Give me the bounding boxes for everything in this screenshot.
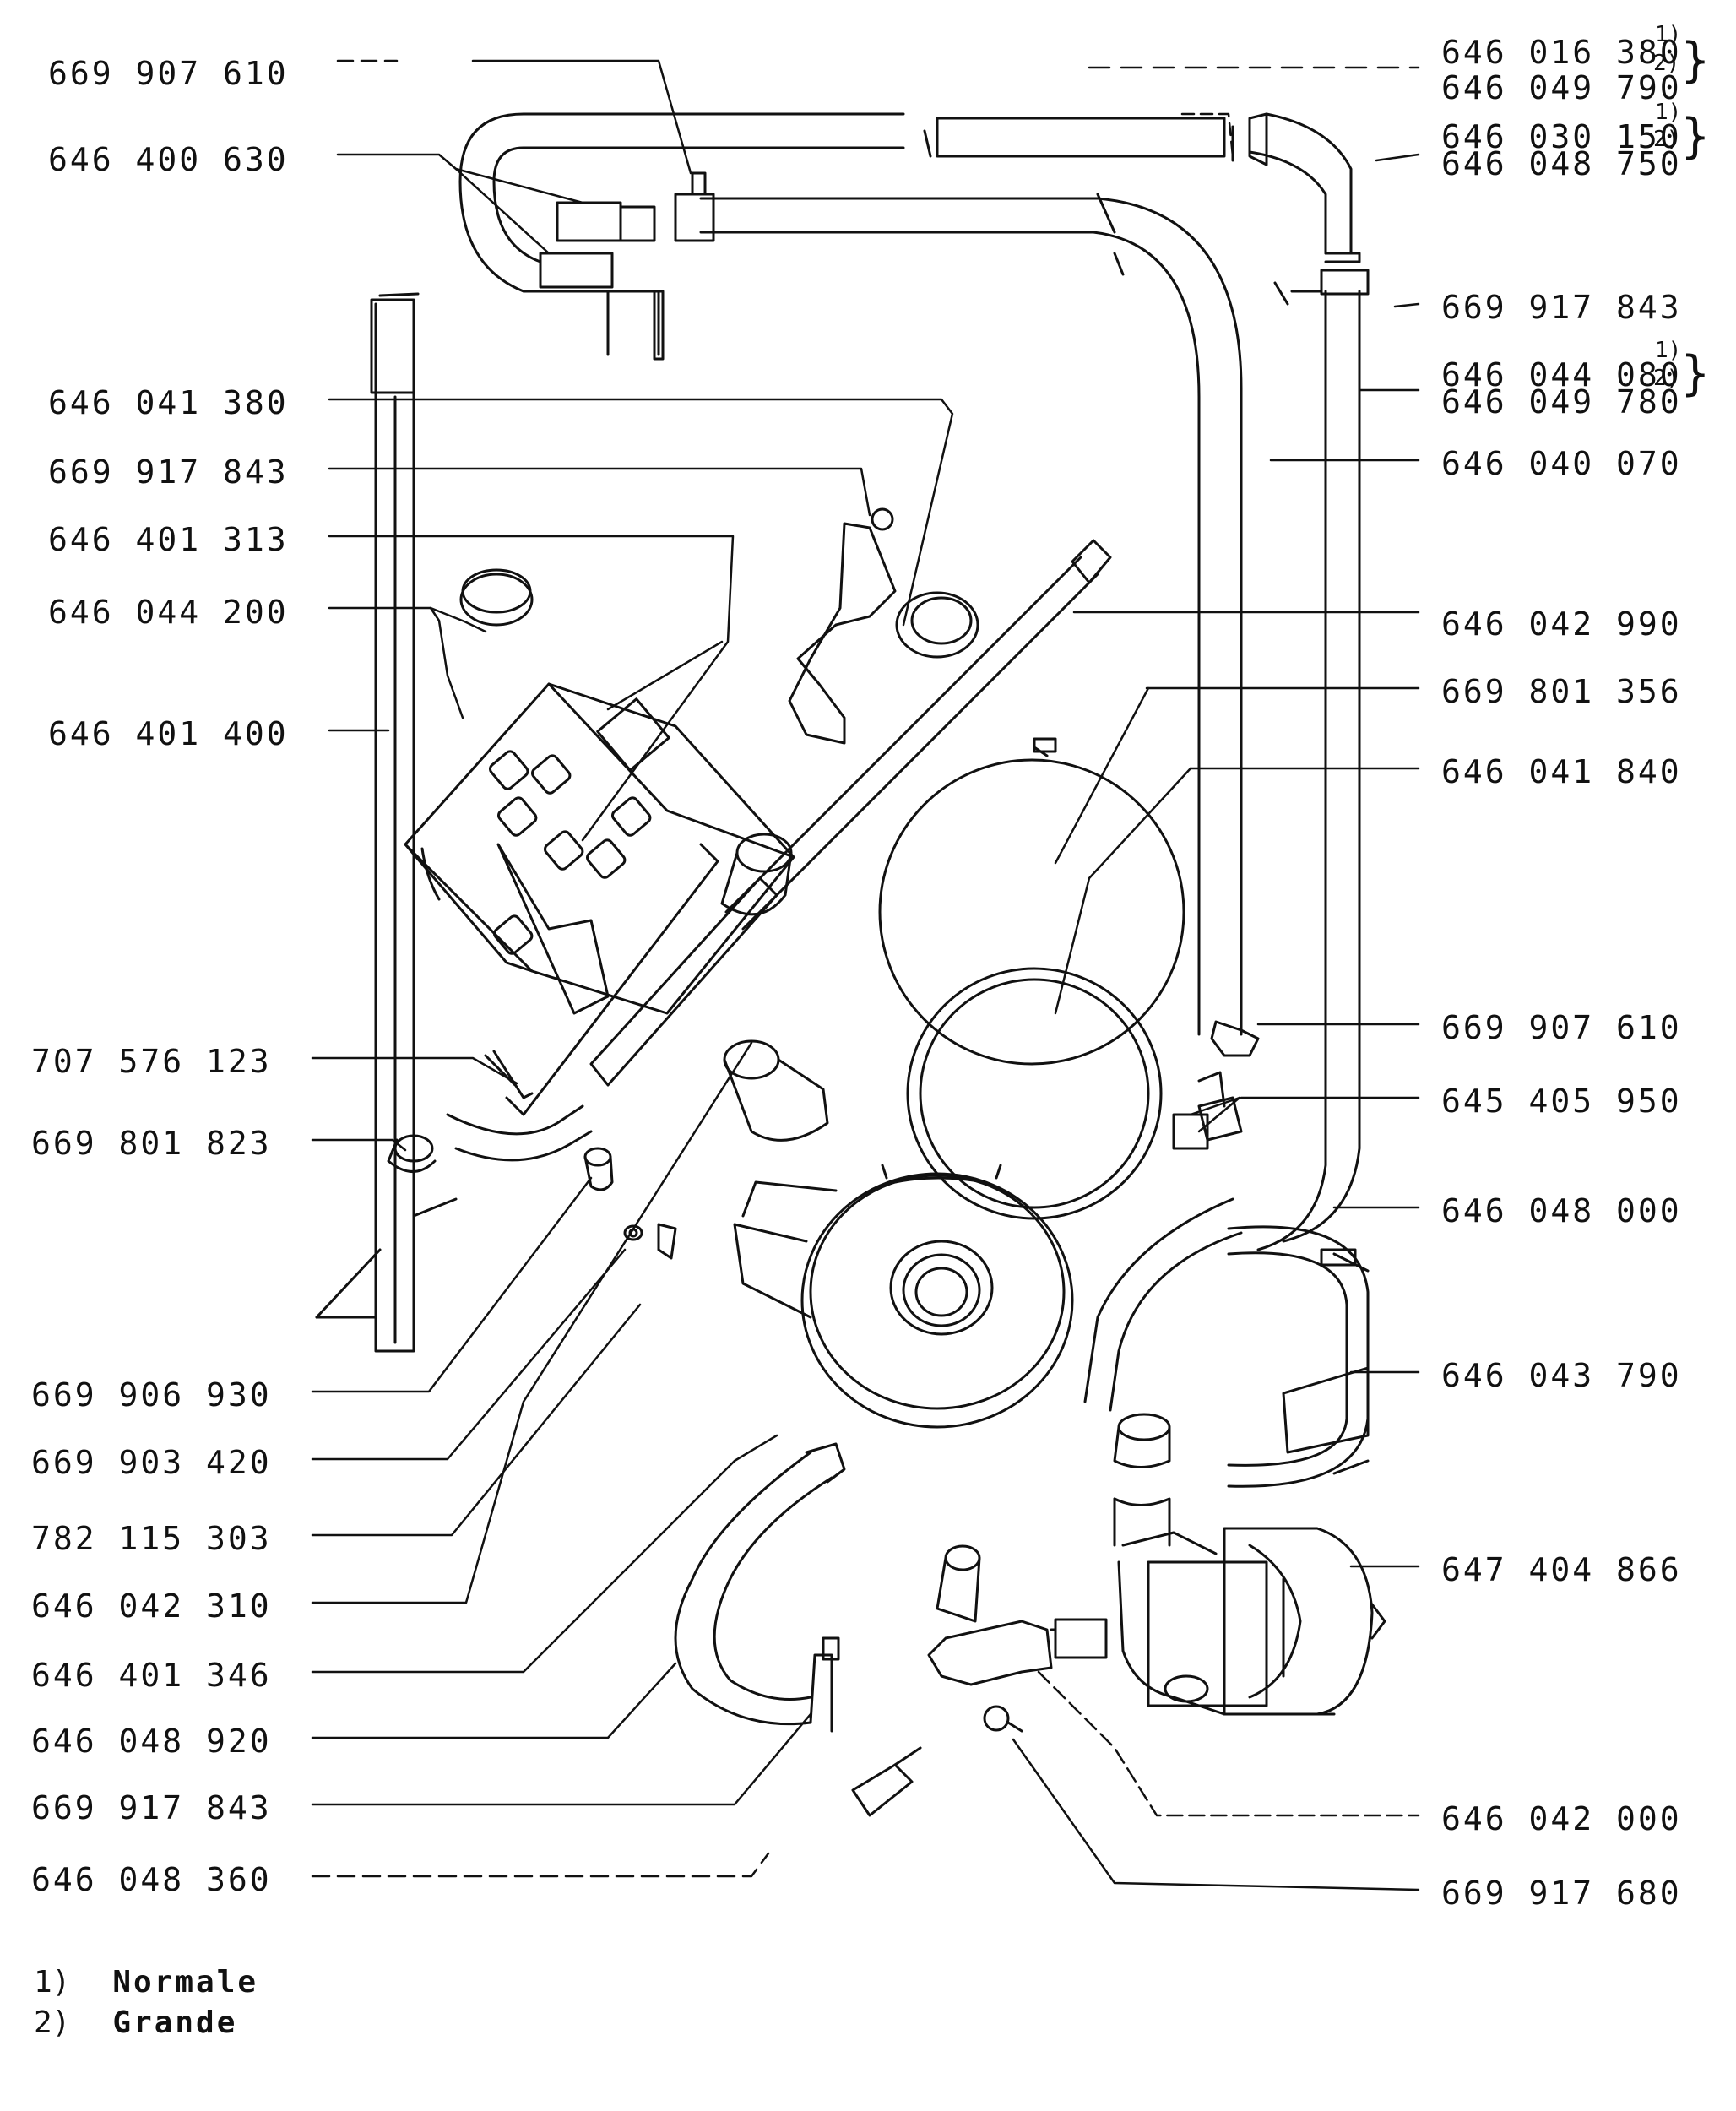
- leader-lines-right: [1012, 66, 1420, 1891]
- part-label-left: 669 801 823: [31, 1125, 272, 1162]
- top-hoses: [458, 112, 1370, 1251]
- part-label-right: 646 042 990: [1441, 605, 1682, 643]
- variant-mark: 2): [1653, 127, 1680, 152]
- part-label-right: 669 801 356: [1441, 673, 1682, 710]
- gaskets: [878, 737, 1185, 1220]
- part-label-left: 646 401 346: [31, 1657, 272, 1694]
- clamp-band: [1227, 1225, 1370, 1488]
- legend-grande: 2) Grande: [34, 2008, 237, 2038]
- legend-mark: 1): [34, 1965, 71, 2000]
- pump-motor: [1117, 1527, 1386, 1716]
- part-label-left: 646 401 313: [48, 521, 289, 558]
- part-label-right: 669 907 610: [1441, 1009, 1682, 1046]
- part-label-right: 646 042 000: [1441, 1800, 1682, 1837]
- part-label-right: 646 044 080: [1441, 356, 1682, 393]
- legend-text: Grande: [112, 2005, 238, 2040]
- legend-text: Normale: [112, 1965, 259, 2000]
- variant-mark: 2): [1653, 366, 1680, 391]
- bottom-hose: [674, 1442, 922, 1817]
- part-label-left: 646 048 920: [31, 1723, 272, 1760]
- vertical-rail: [315, 292, 420, 1353]
- part-label-right: 647 404 866: [1441, 1551, 1682, 1588]
- part-label-right: 646 048 750: [1441, 145, 1682, 182]
- part-label-left: 646 048 360: [31, 1861, 272, 1898]
- diagonal-tube: [412, 539, 1112, 1218]
- variant-mark: 1): [1655, 22, 1682, 47]
- part-label-right: 645 405 950: [1441, 1083, 1682, 1120]
- part-label-left: 669 903 420: [31, 1444, 272, 1481]
- variant-mark: 1): [1655, 100, 1682, 125]
- part-label-left: 646 041 380: [48, 384, 289, 421]
- part-label-right: 669 917 843: [1441, 289, 1682, 326]
- small-parts: [387, 1050, 677, 1260]
- variant-mark: 1): [1655, 338, 1682, 363]
- part-label-left: 707 576 123: [31, 1043, 272, 1080]
- part-label-left: 646 042 310: [31, 1587, 272, 1625]
- top-fittings: [539, 171, 715, 289]
- part-label-left: 669 917 843: [48, 453, 289, 491]
- part-label-right: 646 049 790: [1441, 69, 1682, 106]
- right-fittings: [1172, 1020, 1260, 1150]
- part-label-right: 646 016 380: [1441, 34, 1682, 71]
- variant-brace: }: [1680, 33, 1711, 88]
- part-label-right: 646 049 780: [1441, 383, 1682, 421]
- part-label-right: 646 043 790: [1441, 1357, 1682, 1394]
- part-label-left: 646 401 400: [48, 715, 289, 752]
- drain-tee: [927, 1544, 1108, 1733]
- sump-assembly: [733, 1164, 1074, 1429]
- variant-brace: }: [1680, 109, 1711, 164]
- water-valve: [788, 507, 979, 745]
- legend-mark: 2): [34, 2005, 71, 2040]
- part-label-left: 646 044 200: [48, 594, 289, 631]
- part-label-left: 669 917 843: [31, 1789, 272, 1826]
- part-label-left: 669 906 930: [31, 1376, 272, 1414]
- part-label-left: 669 907 610: [48, 55, 289, 92]
- legend-normale: 1) Normale: [34, 1967, 258, 1998]
- drain-hose: [1083, 1197, 1243, 1547]
- part-label-left: 646 400 630: [48, 141, 289, 178]
- variant-brace: }: [1680, 346, 1711, 401]
- leader-lines-left: [311, 59, 954, 1878]
- part-label-right: 646 030 150: [1441, 118, 1682, 155]
- variant-mark: 2): [1653, 51, 1680, 76]
- part-label-right: 646 041 840: [1441, 753, 1682, 790]
- part-label-right: 646 040 070: [1441, 445, 1682, 482]
- part-label-right: 669 917 680: [1441, 1875, 1682, 1912]
- part-label-right: 646 048 000: [1441, 1192, 1682, 1229]
- part-label-left: 782 115 303: [31, 1520, 272, 1557]
- heater-assembly: [404, 568, 795, 1116]
